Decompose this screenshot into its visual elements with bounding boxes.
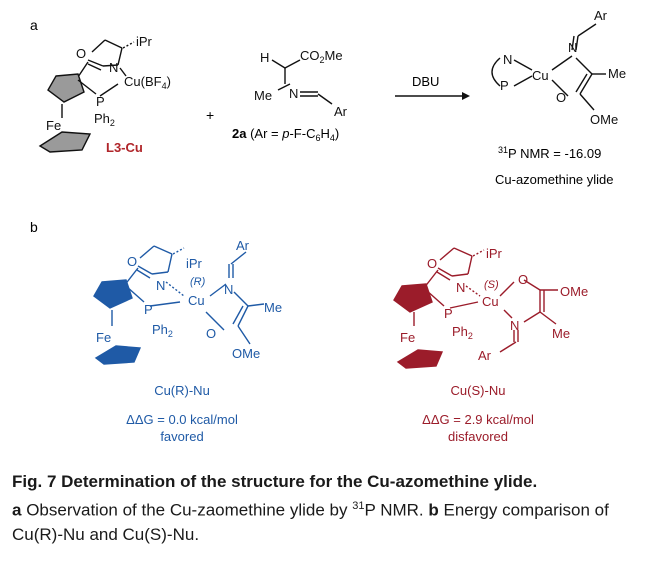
product-o: O [556, 90, 566, 105]
plus-sign: + [206, 107, 214, 123]
caption-a-text-1: Observation of the Cu-zaomethine ylide b… [21, 500, 353, 520]
caption-title: Fig. 7 Determination of the structure fo… [12, 472, 538, 491]
cu-s-p: P [444, 306, 453, 321]
panel-b-label: b [30, 219, 38, 235]
product-n-left: N [503, 52, 512, 67]
cu-r-name: Cu(R)-Nu [154, 383, 210, 398]
cu-s-energy: ΔΔG = 2.9 kcal/mol [422, 412, 534, 427]
substrate-co2me: CO2Me [300, 48, 343, 65]
ligand-p: P [96, 94, 105, 109]
product-ylide [491, 23, 606, 111]
product-name: Cu-azomethine ylide [495, 172, 614, 187]
cu-s-ar: Ar [478, 348, 492, 363]
cu-r-descriptor: (R) [190, 276, 206, 288]
structure-cu-s-nu [393, 247, 558, 369]
cu-r-ar: Ar [236, 238, 250, 253]
caption-a-super: 31 [352, 500, 365, 512]
ligand-ipr: iPr [136, 34, 153, 49]
cu-r-n: N [156, 278, 165, 293]
cu-r-ipr: iPr [186, 256, 203, 271]
figure-caption: Fig. 7 Determination of the structure fo… [12, 470, 652, 547]
cu-r-cu: Cu [188, 293, 205, 308]
cu-s-ipr: iPr [486, 246, 503, 261]
substrate-ar: Ar [334, 104, 348, 119]
product-labels: Ar N N P Cu Me O OMe [500, 8, 626, 127]
cu-s-ome: OMe [560, 284, 588, 299]
product-n-top: N [568, 40, 577, 55]
ligand-cu: Cu(BF4) [124, 74, 171, 91]
product-ar: Ar [594, 8, 608, 23]
panel-a-label: a [30, 17, 38, 33]
caption-a-label: a [12, 500, 22, 520]
ligand-fe: Fe [46, 118, 61, 133]
product-me: Me [608, 66, 626, 81]
cu-r-fe: Fe [96, 330, 111, 345]
ligand-n: N [109, 60, 118, 75]
cu-s-cu: Cu [482, 294, 499, 309]
cu-r-ph2: Ph2 [152, 322, 173, 339]
cu-r-o-ring: O [127, 254, 137, 269]
substrate-h: H [260, 50, 269, 65]
cu-s-name: Cu(S)-Nu [451, 383, 506, 398]
caption-body: a Observation of the Cu-zaomethine ylide… [12, 494, 652, 547]
reagent-dbu: DBU [412, 74, 439, 89]
cu-r-verdict: favored [160, 429, 203, 444]
cu-r-energy: ΔΔG = 0.0 kcal/mol [126, 412, 238, 427]
substrate-labels: H CO2Me Me N Ar [254, 48, 348, 119]
cu-s-descriptor: (S) [484, 279, 499, 291]
cu-r-ome: OMe [232, 346, 260, 361]
nmr-value: 31P NMR = -16.09 [498, 145, 601, 161]
cu-r-n2: N [224, 282, 233, 297]
substrate-label: 2a (Ar = p-F-C6H4) [232, 126, 339, 143]
cu-r-me: Me [264, 300, 282, 315]
ligand-ph2: Ph2 [94, 111, 115, 128]
ligand-labels: O iPr N Cu(BF4) P Ph2 Fe [46, 34, 171, 133]
cu-s-me: Me [552, 326, 570, 341]
cu-r-p: P [144, 302, 153, 317]
cu-s-n2: N [510, 318, 519, 333]
product-ome: OMe [590, 112, 618, 127]
caption-b-label: b [428, 500, 439, 520]
cu-s-n: N [456, 280, 465, 295]
caption-a-text-2: P NMR. [364, 500, 429, 520]
structure-cu-r-nu [93, 245, 265, 365]
ligand-name: L3-Cu [106, 140, 143, 155]
reaction-arrow [395, 92, 470, 100]
cu-s-labels: iPr O N (S) O OMe Cu P Ph2 N Me Fe Ar [400, 246, 588, 363]
substrate-2a [271, 59, 333, 105]
cu-s-o: O [518, 272, 528, 287]
substrate-me: Me [254, 88, 272, 103]
product-cu: Cu [532, 68, 549, 83]
cu-s-ph2: Ph2 [452, 324, 473, 341]
cu-r-labels: Ar iPr O N (R) Cu N Me P Ph2 O Fe OMe [96, 238, 282, 361]
product-p: P [500, 78, 509, 93]
cu-s-verdict: disfavored [448, 429, 508, 444]
cu-s-fe: Fe [400, 330, 415, 345]
caption-b-text: Energy comparison of Cu(R)-Nu and Cu(S)-… [12, 500, 609, 544]
cu-r-o: O [206, 326, 216, 341]
ligand-o: O [76, 46, 86, 61]
cu-s-o-ring: O [427, 256, 437, 271]
substrate-n: N [289, 86, 298, 101]
ligand-l3-cu [38, 39, 135, 153]
